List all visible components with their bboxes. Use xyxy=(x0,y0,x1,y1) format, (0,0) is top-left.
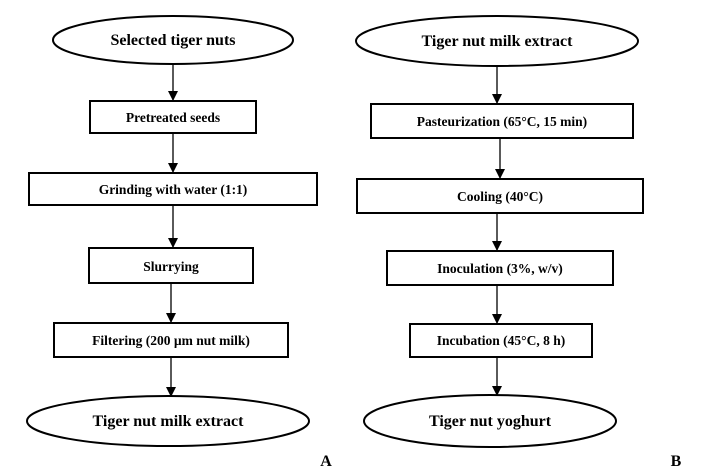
panel-b-end-oval xyxy=(363,394,617,448)
panel-b-step-inoculation-label: Inoculation (3%, w/v) xyxy=(437,261,563,276)
panel-a-end-oval xyxy=(26,395,310,447)
panel-b-step-incubation-box xyxy=(409,323,593,358)
panel-b-end-label: Tiger nut yoghurt xyxy=(429,413,552,430)
panel-b-step-inoculation-box xyxy=(386,250,614,286)
panel-b-step-cooling-box xyxy=(356,178,644,214)
panel-a-step-pretreated-label: Pretreated seeds xyxy=(126,110,220,125)
panel-a-step-pretreated-box xyxy=(89,100,257,134)
panel-a-start-label: Selected tiger nuts xyxy=(110,32,235,49)
panel-b-step-pasteurization-box xyxy=(370,103,634,139)
panel-b-step-incubation-label: Incubation (45°C, 8 h) xyxy=(437,333,565,348)
panel-a-step-grinding-label: Grinding with water (1:1) xyxy=(99,182,248,197)
panel-b-step-cooling-label: Cooling (40°C) xyxy=(457,189,543,204)
panel-b-step-pasteurization-label: Pasteurization (65°C, 15 min) xyxy=(417,114,587,129)
panel-a-step-slurrying-box xyxy=(88,247,254,284)
panel-a-step-filtering-label: Filtering (200 µm nut milk) xyxy=(92,333,250,348)
panel-a-end-label: Tiger nut milk extract xyxy=(93,413,245,430)
panel-a: Selected tiger nuts Pretreated seeds Gri… xyxy=(26,15,332,470)
panel-b-letter: B xyxy=(671,453,682,470)
panel-a-letter: A xyxy=(320,453,332,470)
panel-b: Tiger nut milk extract Pasteurization (6… xyxy=(355,15,682,470)
panel-a-step-slurrying-label: Slurrying xyxy=(143,259,199,274)
panel-b-start-label: Tiger nut milk extract xyxy=(422,33,574,50)
